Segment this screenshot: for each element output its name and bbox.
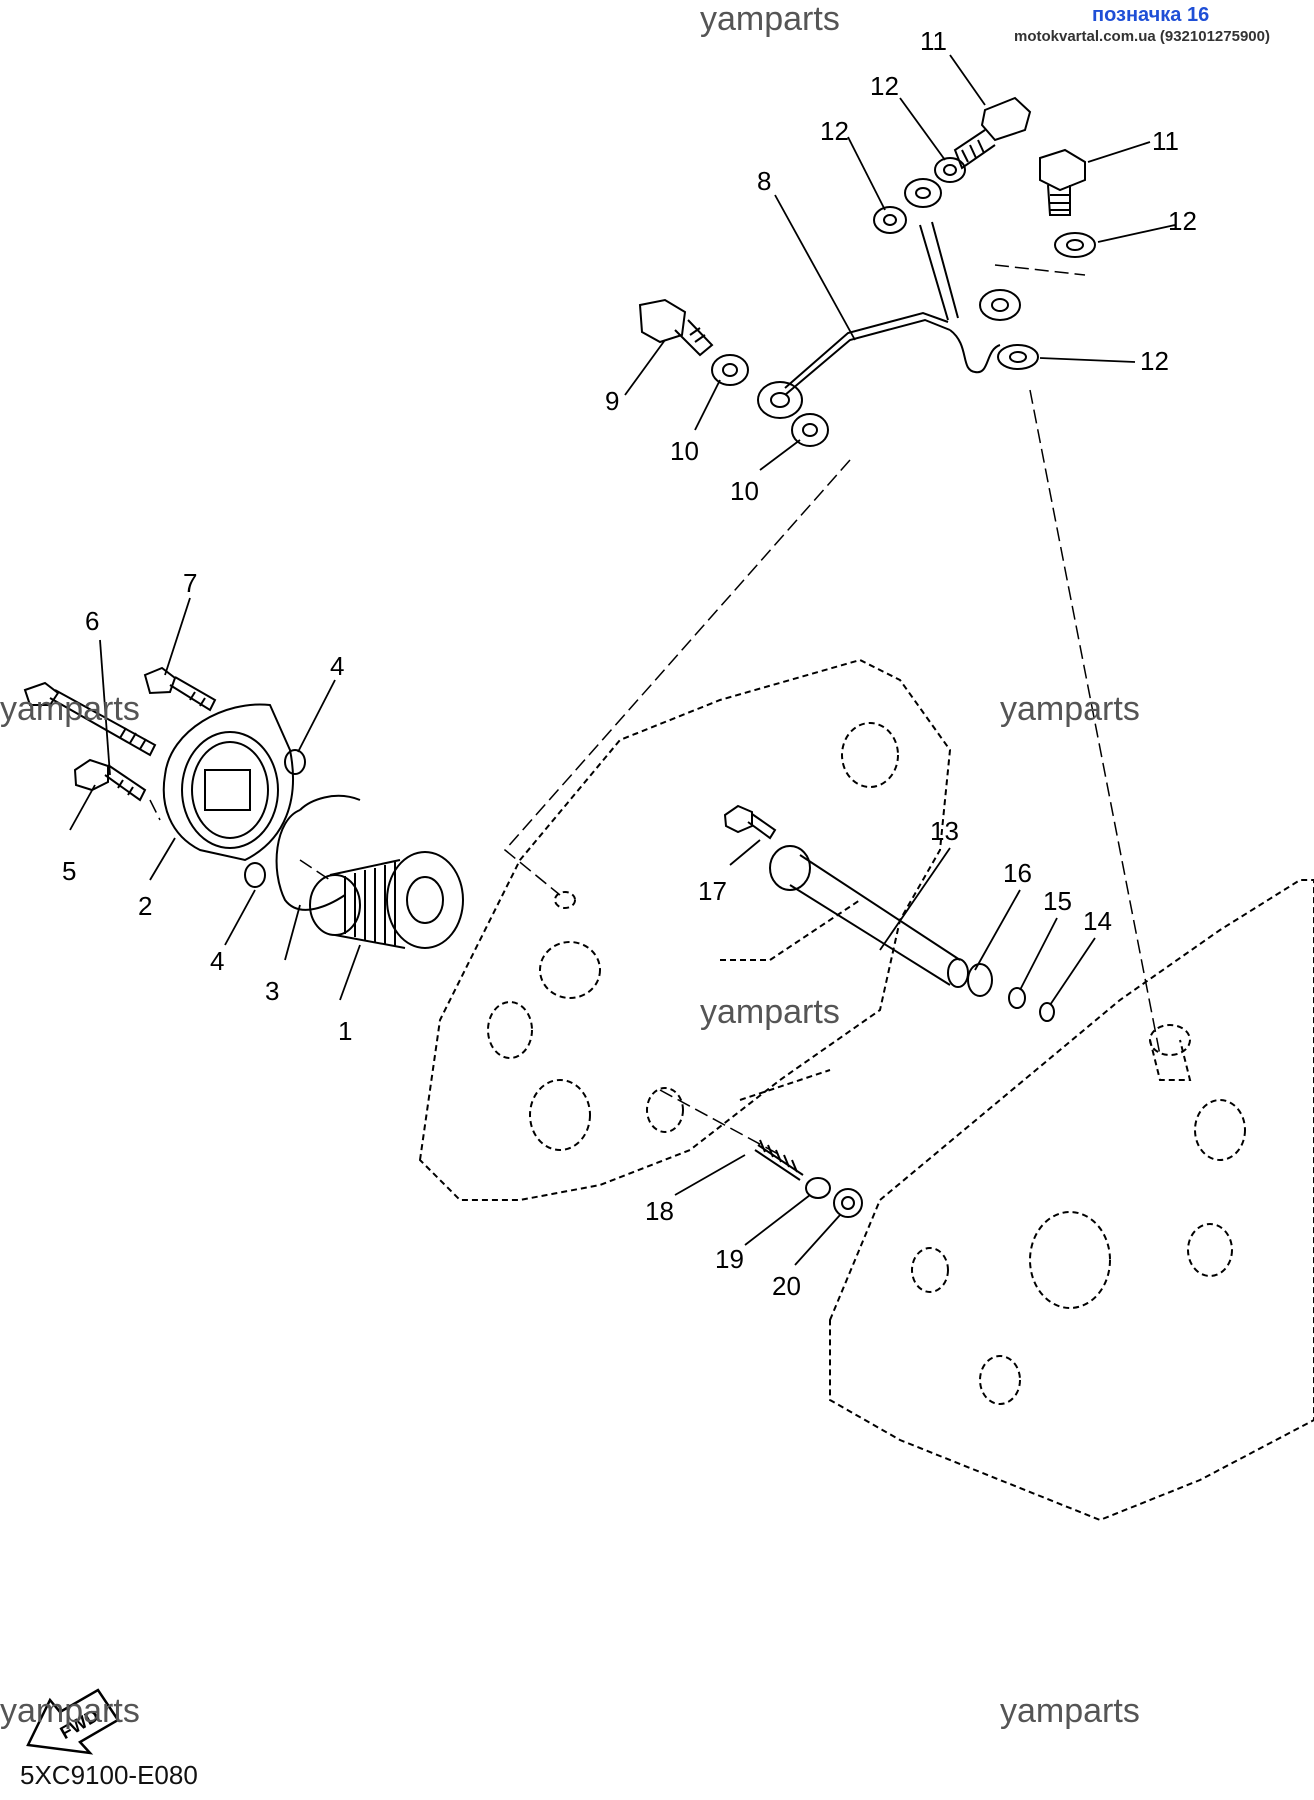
ball-19 bbox=[805, 1177, 831, 1199]
o-ring-15 bbox=[1008, 987, 1026, 1009]
watermark-left: yamparts bbox=[0, 690, 140, 728]
site-label: motokvartal.com.ua (932101275900) bbox=[1014, 28, 1270, 45]
watermark-right: yamparts bbox=[1000, 690, 1140, 728]
callout-10-b: 10 bbox=[730, 476, 759, 506]
callout-19: 19 bbox=[715, 1244, 744, 1274]
callout-12-c: 12 bbox=[1168, 206, 1197, 236]
watermark-top: yamparts bbox=[700, 0, 840, 38]
callout-20: 20 bbox=[772, 1271, 801, 1301]
callout-12-a: 12 bbox=[870, 71, 899, 101]
bolt-17 bbox=[723, 804, 777, 840]
callout-6: 6 bbox=[85, 606, 99, 636]
pipe-lower-eye bbox=[757, 381, 803, 419]
washer-12-a bbox=[934, 157, 966, 183]
callout-13: 13 bbox=[930, 816, 959, 846]
watermark-bottom-right: yamparts bbox=[1000, 1692, 1140, 1730]
callout-7: 7 bbox=[183, 568, 197, 598]
callout-15: 15 bbox=[1043, 886, 1072, 916]
callout-16: 16 bbox=[1003, 858, 1032, 888]
fwd-arrow-icon bbox=[26, 1688, 120, 1755]
relief-spring-18 bbox=[754, 1139, 804, 1181]
callout-10-a: 10 bbox=[670, 436, 699, 466]
washer-10-a bbox=[711, 354, 749, 386]
callout-5: 5 bbox=[62, 856, 76, 886]
pipe-upper-eye bbox=[904, 178, 942, 208]
washer-12-b bbox=[873, 206, 907, 234]
oil-pipe bbox=[784, 311, 951, 396]
callout-11-b: 11 bbox=[1152, 126, 1179, 156]
left-crankcase bbox=[418, 658, 952, 1201]
o-ring-14 bbox=[1039, 1002, 1055, 1022]
routing-lines bbox=[149, 264, 1161, 1156]
callout-14: 14 bbox=[1083, 906, 1112, 936]
union-bolt-11-upper bbox=[953, 96, 1032, 170]
o-ring-16 bbox=[967, 963, 993, 997]
leader-lines bbox=[69, 54, 1176, 1266]
washer-10-b bbox=[791, 413, 829, 447]
callout-17: 17 bbox=[698, 876, 727, 906]
watermark-center: yamparts bbox=[700, 993, 840, 1031]
union-bolt-11-lower bbox=[1039, 148, 1086, 216]
right-crankcase bbox=[829, 879, 1314, 1522]
watermark-bottom-left: yamparts bbox=[0, 1692, 140, 1730]
callout-18: 18 bbox=[645, 1196, 674, 1226]
oil-filter-cover bbox=[162, 703, 294, 862]
callout-9: 9 bbox=[605, 386, 619, 416]
callout-11-a: 11 bbox=[920, 26, 947, 56]
o-ring-4-a bbox=[284, 749, 306, 775]
oil-pipe-riser bbox=[919, 221, 959, 321]
diagram-code: 5XC9100-E080 bbox=[20, 1760, 198, 1790]
callout-12-b: 12 bbox=[820, 116, 849, 146]
callout-4-a: 4 bbox=[330, 651, 344, 681]
oil-filter-element bbox=[309, 851, 464, 949]
plug-20 bbox=[833, 1188, 863, 1218]
o-ring-4-b bbox=[244, 862, 266, 888]
callout-12-d: 12 bbox=[1140, 346, 1169, 376]
oil-delivery-pipe bbox=[769, 845, 969, 988]
union-bolt-9 bbox=[638, 298, 714, 357]
callout-4-b: 4 bbox=[210, 946, 224, 976]
washer-12-c bbox=[1054, 232, 1096, 258]
pipe-right-eye bbox=[979, 289, 1021, 321]
tag-label: позначка 16 bbox=[1092, 4, 1210, 26]
callout-3: 3 bbox=[265, 976, 279, 1006]
o-ring-3 bbox=[275, 794, 361, 911]
bolt-5 bbox=[73, 758, 147, 802]
washer-12-d bbox=[997, 344, 1039, 370]
callout-2: 2 bbox=[138, 891, 152, 921]
callout-8: 8 bbox=[757, 166, 771, 196]
bolt-7 bbox=[143, 666, 217, 712]
callout-1: 1 bbox=[338, 1016, 352, 1046]
